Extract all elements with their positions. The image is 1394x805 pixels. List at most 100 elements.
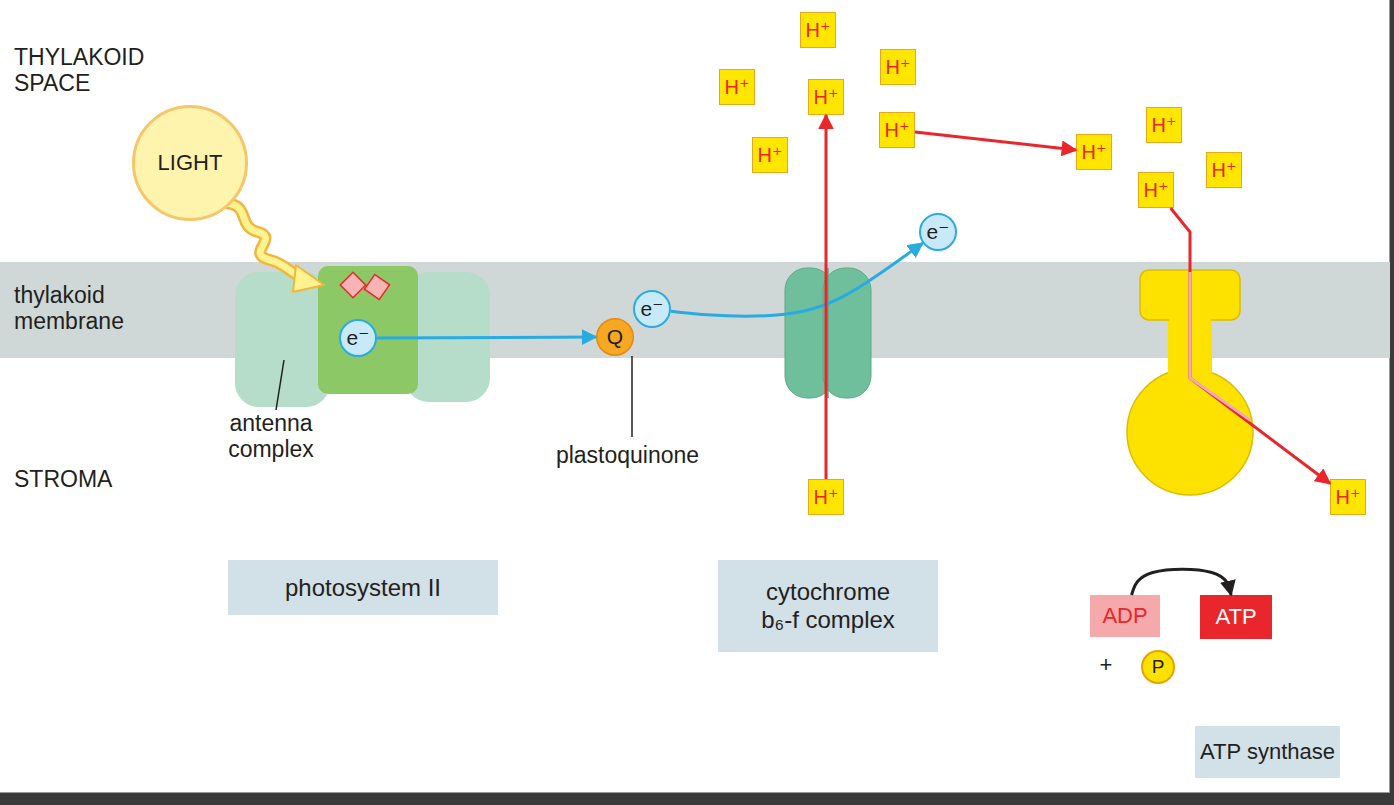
phosphate-circle: P	[1141, 650, 1175, 684]
node-text: H⁺	[1082, 141, 1107, 164]
antenna-protein	[235, 272, 330, 407]
region-label: THYLAKOID SPACE	[14, 44, 184, 97]
node-text-area: H⁺	[1207, 153, 1241, 187]
light-arrowhead	[293, 265, 324, 292]
node-text-area: H⁺	[801, 13, 835, 47]
proton-box: H⁺	[808, 479, 844, 515]
caption-box: photosystem II	[228, 560, 498, 615]
leader-line	[631, 356, 633, 437]
electron-circle: e⁻	[339, 319, 377, 357]
node-text: LIGHT	[158, 150, 223, 175]
node-text-area: ATP synthase	[1195, 726, 1340, 778]
node-outline	[134, 107, 247, 220]
proton-box: H⁺	[879, 112, 915, 148]
node-text-area: H⁺	[881, 50, 915, 84]
node-text-area: H⁺	[1331, 480, 1365, 514]
node-text-area: LIGHT	[132, 105, 248, 221]
proton-path-inside-synthase	[1190, 272, 1250, 420]
node-text: H⁺	[1336, 486, 1361, 509]
node-text-area: e⁻	[633, 290, 671, 328]
node-text-area: Q	[596, 318, 634, 356]
node-text: P	[1152, 656, 1165, 678]
electron-arrow	[671, 243, 923, 316]
proton-box: H⁺	[808, 79, 844, 115]
region-label: STROMA	[14, 466, 164, 492]
node-text: ATP synthase	[1200, 739, 1335, 764]
node-outline	[634, 291, 670, 327]
synthase-stalk	[1168, 314, 1212, 384]
node-text-area: e⁻	[919, 213, 957, 251]
synthase-rotor	[1140, 270, 1240, 320]
molecule-box: ADP	[1090, 595, 1160, 637]
electron-arrow	[377, 336, 596, 340]
proton-arrow	[1171, 208, 1330, 483]
node-text: e⁻	[347, 326, 370, 350]
node-text: e⁻	[927, 220, 950, 244]
proton-box: H⁺	[1138, 172, 1174, 208]
node-text: Q	[607, 325, 623, 349]
proton-box: H⁺	[1330, 479, 1366, 515]
proton-box: H⁺	[752, 137, 788, 173]
light-wave	[226, 203, 302, 277]
node-text-area: ADP	[1090, 595, 1160, 637]
proton-box: H⁺	[1206, 152, 1242, 188]
node-text: H⁺	[1144, 179, 1169, 202]
node-outline	[340, 320, 376, 356]
light-wave	[226, 203, 302, 277]
reaction-center	[318, 266, 418, 394]
synthase-stalk	[1169, 318, 1211, 378]
proton-box: H⁺	[719, 69, 755, 105]
node-text: H⁺	[814, 486, 839, 509]
node-text: H⁺	[725, 76, 750, 99]
proton-box: H⁺	[800, 12, 836, 48]
reaction-arrow	[1132, 569, 1231, 595]
caption-box: cytochrome b₆-f complex	[718, 560, 938, 652]
chlorophyll-pair	[364, 274, 389, 299]
node-text-area: H⁺	[1077, 135, 1111, 169]
node-text-area: ATP	[1200, 595, 1272, 639]
caption-box: ATP synthase	[1195, 726, 1340, 778]
node-text: H⁺	[758, 144, 783, 167]
node-text-area: H⁺	[1147, 108, 1181, 142]
node-text-area: H⁺	[809, 80, 843, 114]
node-text-area: H⁺	[1139, 173, 1173, 207]
proton-box: H⁺	[1146, 107, 1182, 143]
proton-box: H⁺	[880, 49, 916, 85]
node-text: H⁺	[885, 119, 910, 142]
node-text-area: P	[1141, 650, 1175, 684]
node-text-area: H⁺	[809, 480, 843, 514]
part-label: antenna complex	[196, 410, 346, 463]
node-text: H⁺	[814, 86, 839, 109]
node-text-area: H⁺	[880, 113, 914, 147]
proton-box: H⁺	[1076, 134, 1112, 170]
electron-circle: e⁻	[633, 290, 671, 328]
node-text: H⁺	[886, 56, 911, 79]
node-text-area: H⁺	[753, 138, 787, 172]
leader-line	[276, 360, 284, 410]
node-text: e⁻	[641, 297, 664, 321]
node-text: cytochrome b₆-f complex	[748, 578, 908, 633]
cytochrome-lobe	[823, 268, 871, 398]
electron-circle: e⁻	[919, 213, 957, 251]
node-text: H⁺	[1212, 159, 1237, 182]
synthase-head	[1127, 369, 1253, 495]
chlorophyll-pair	[340, 272, 365, 297]
node-outline	[920, 214, 956, 250]
node-outline	[597, 319, 634, 356]
plastoquinone-circle: Q	[596, 318, 634, 356]
node-text: ADP	[1102, 603, 1147, 628]
proton-arrow	[825, 115, 828, 479]
node-text: photosystem II	[285, 574, 441, 602]
node-text-area: e⁻	[339, 319, 377, 357]
node-text: H⁺	[806, 19, 831, 42]
node-text-area: H⁺	[720, 70, 754, 104]
node-text-area: cytochrome b₆-f complex	[718, 560, 938, 652]
part-label: plastoquinone	[520, 442, 735, 468]
region-label: thylakoid membrane	[14, 282, 174, 335]
node-text: H⁺	[1152, 114, 1177, 137]
molecule-box: ATP	[1200, 595, 1272, 639]
light-source: LIGHT	[132, 105, 248, 221]
node-text: ATP	[1215, 604, 1256, 629]
proton-arrow	[915, 132, 1076, 150]
